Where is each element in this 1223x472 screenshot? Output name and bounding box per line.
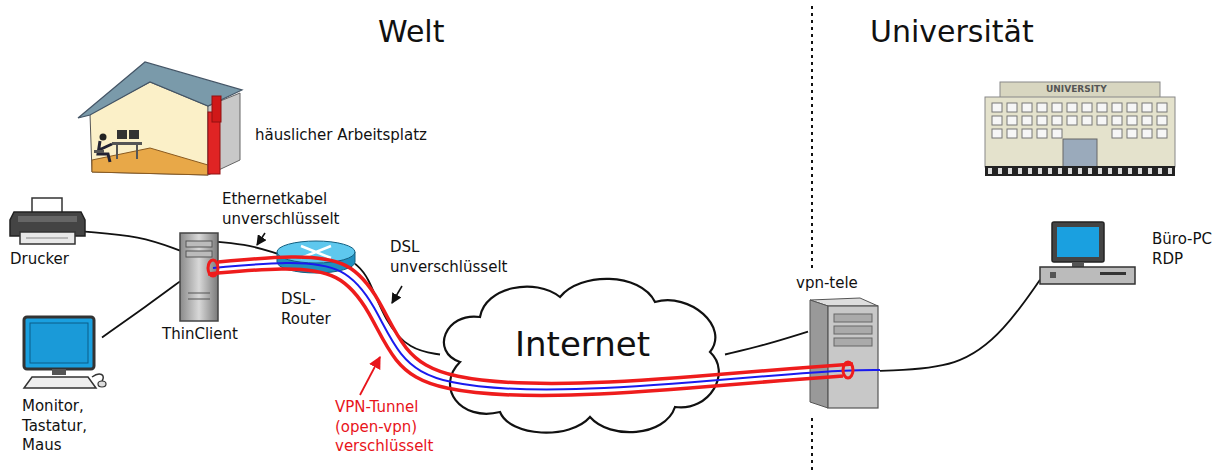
base-stripe [1108, 168, 1112, 174]
base-stripe [1078, 168, 1082, 174]
base-stripe [1048, 168, 1052, 174]
network-cable [725, 332, 808, 355]
window-symbol [1112, 129, 1122, 138]
base-stripe [1098, 168, 1102, 174]
base-stripe [1038, 168, 1042, 174]
house-illustration [78, 62, 242, 175]
window-symbol [1022, 129, 1032, 138]
tunnel-label: VPN-Tunnel (open-vpn) verschlüsselt [335, 398, 445, 457]
window-symbol [1007, 116, 1017, 125]
window-symbol [1052, 103, 1062, 112]
device-caption: ThinClient [154, 325, 246, 345]
window-symbol [1127, 116, 1137, 125]
window-symbol [1112, 116, 1122, 125]
window-symbol [1067, 116, 1077, 125]
base-stripe [998, 168, 1002, 174]
base-stripe [1028, 168, 1032, 174]
office-pc-node: Büro-PC RDP [1040, 222, 1135, 290]
monitor-icon [22, 315, 102, 390]
window-symbol [1037, 103, 1047, 112]
window-symbol [1127, 103, 1137, 112]
network-cable [880, 280, 1040, 371]
window-symbol [992, 116, 1002, 125]
window-symbol [1022, 103, 1032, 112]
tunnel-end [208, 260, 218, 276]
cloud-label: Internet [440, 322, 725, 366]
university-building [985, 82, 1175, 176]
network-cable [218, 242, 277, 254]
vpn-server-node: vpn-tele [808, 298, 880, 410]
base-stripe [988, 168, 992, 174]
base-stripe [1158, 168, 1162, 174]
building-sign: UNIVERSITY [1046, 84, 1107, 96]
place-label: häuslicher Arbeitsplatz [255, 126, 427, 146]
base-stripe [1058, 168, 1062, 174]
window-symbol [992, 129, 1002, 138]
region-heading: Universität [870, 12, 1034, 51]
network-cable [85, 232, 180, 251]
tunnel-wall [208, 269, 843, 395]
window-symbol [1022, 116, 1032, 125]
base-stripe [1088, 168, 1092, 174]
device-caption: DSL-Router [281, 290, 337, 329]
window-symbol [1052, 116, 1062, 125]
device-caption: Monitor, Tastatur, Maus [22, 397, 94, 456]
window-symbol [1052, 129, 1062, 138]
window-symbol [1127, 129, 1137, 138]
window-symbol [1067, 103, 1077, 112]
window-symbol [1142, 116, 1152, 125]
base-stripe [1008, 168, 1012, 174]
cable-label: Ethernetkabel unverschlüsselt [222, 190, 347, 229]
window-symbol [1082, 103, 1092, 112]
pc-icon [1040, 222, 1135, 290]
window-symbol [1142, 103, 1152, 112]
window-symbol [1097, 103, 1107, 112]
base-stripe [1118, 168, 1122, 174]
leader-arrow [257, 233, 265, 245]
base-stripe [1138, 168, 1142, 174]
base-stripe [1148, 168, 1152, 174]
window-symbol [1037, 116, 1047, 125]
server-icon [808, 298, 880, 410]
window-symbol [1112, 103, 1122, 112]
border-line [811, 6, 813, 268]
leader-arrow [360, 357, 380, 395]
device-caption: Drucker [10, 250, 90, 270]
printer-icon [10, 198, 85, 246]
border-line [811, 418, 813, 470]
window-symbol [1157, 129, 1167, 138]
window-symbol [1157, 116, 1167, 125]
window-symbol [1142, 129, 1152, 138]
window-symbol [1007, 129, 1017, 138]
tunnel-core [213, 263, 880, 389]
window-symbol [1157, 103, 1167, 112]
window-symbol [1082, 116, 1092, 125]
tunnel-end [843, 362, 853, 378]
window-symbol [992, 103, 1002, 112]
base-stripe [1128, 168, 1132, 174]
device-caption: vpn-tele [796, 274, 876, 294]
workstation-node: Monitor, Tastatur, Maus [22, 315, 102, 390]
internet-cloud: Internet [440, 272, 725, 437]
region-heading: Welt [378, 12, 444, 51]
base-stripe [1068, 168, 1072, 174]
tunnel-wall [218, 257, 853, 383]
window-symbol [1007, 103, 1017, 112]
base-stripe [1168, 168, 1172, 174]
cable-label: DSL unverschlüsselt [390, 238, 515, 277]
leader-arrow [392, 286, 402, 303]
window-symbol [1097, 116, 1107, 125]
base-stripe [1018, 168, 1022, 174]
window-symbol [1037, 129, 1047, 138]
device-caption: Büro-PC RDP [1152, 230, 1220, 269]
printer-node: Drucker [10, 198, 85, 246]
